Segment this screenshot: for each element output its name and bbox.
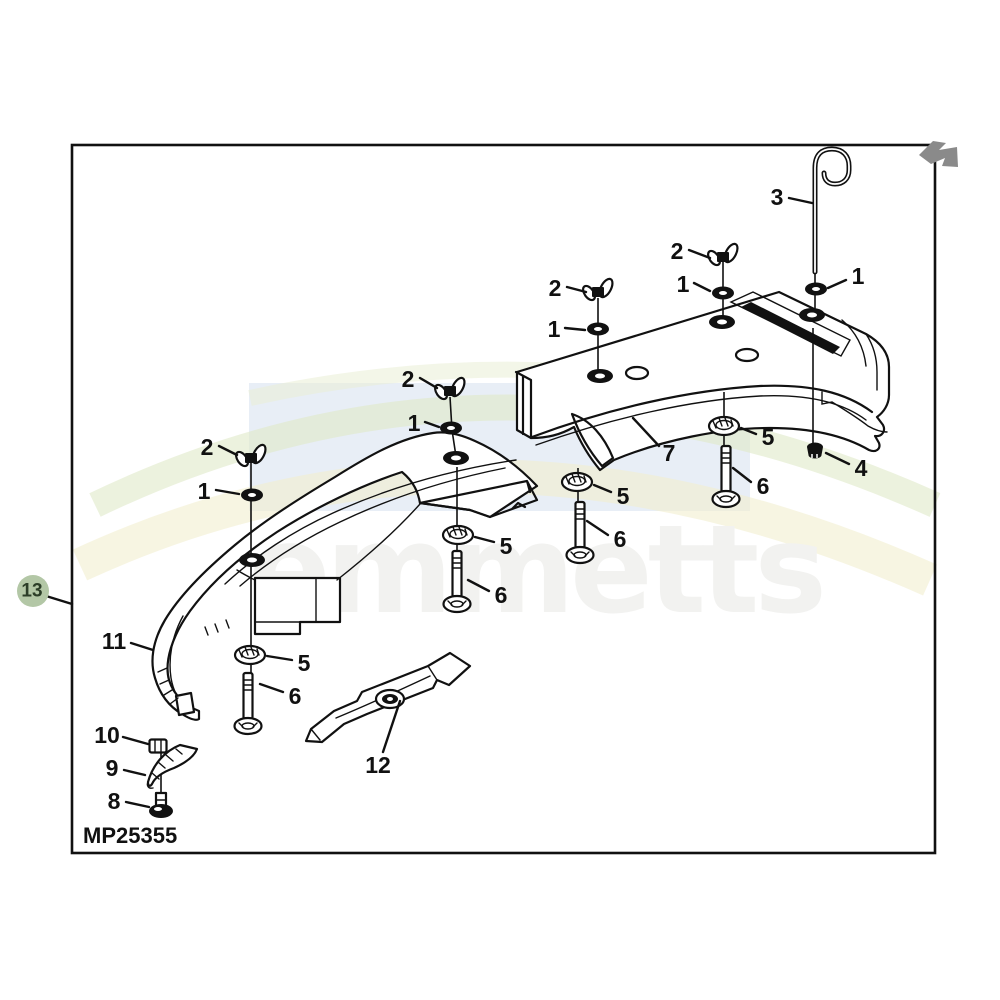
callout-5: 5	[762, 424, 775, 450]
callout-2: 2	[549, 275, 562, 301]
flat-washer	[587, 322, 609, 336]
flat-washer	[712, 286, 734, 300]
bolt	[147, 791, 175, 820]
callout-6: 6	[495, 582, 508, 608]
callout-6: 6	[289, 683, 302, 709]
callout-6: 6	[757, 473, 770, 499]
cover-hole-seated	[587, 369, 613, 383]
callout-2: 2	[671, 238, 684, 264]
callout-1: 1	[198, 478, 211, 504]
callout-13-label: 13	[21, 581, 42, 602]
callout-13-badge[interactable]	[17, 575, 49, 607]
callout-1: 1	[852, 263, 865, 289]
callout-5: 5	[298, 650, 311, 676]
callout-1: 1	[548, 316, 561, 342]
mulch-cover-right	[514, 290, 891, 472]
callout-2: 2	[402, 366, 415, 392]
callout-numbers: 3 2 1 1 2 1 7 5 6 4 5 6 2 1 2 1 5 6 11 5…	[94, 184, 867, 814]
lock-nut	[707, 415, 741, 437]
cover-hole-seated	[443, 451, 469, 465]
cover-hole	[624, 365, 650, 381]
callout-1: 1	[677, 271, 690, 297]
callout-3: 3	[771, 184, 784, 210]
corner-arrow-icon	[919, 141, 958, 167]
callout-4: 4	[855, 455, 868, 481]
callout-9: 9	[106, 755, 119, 781]
callout-1: 1	[408, 410, 421, 436]
callout-8: 8	[108, 788, 121, 814]
cover-hole	[734, 347, 760, 363]
nut	[148, 738, 168, 754]
lock-nut	[441, 524, 475, 546]
callout-12: 12	[365, 752, 391, 778]
flat-washer	[241, 488, 263, 502]
cover-hole-seated	[239, 553, 265, 567]
callout-7: 7	[663, 440, 676, 466]
cover-slot	[741, 302, 840, 354]
flange-nut	[806, 441, 824, 460]
mower-blade	[304, 651, 472, 744]
callout-10: 10	[94, 722, 120, 748]
watermark-text: emmetts	[248, 499, 822, 641]
leader-lines	[121, 196, 851, 809]
external-callout-13[interactable]: 13	[17, 575, 74, 607]
carriage-bolt	[233, 671, 263, 736]
blade-stop-clamp	[146, 743, 199, 789]
mulch-cover-left	[151, 431, 539, 721]
cover-hole-seated	[799, 308, 825, 322]
figure-code: MP25355	[83, 823, 177, 848]
callout-2: 2	[201, 434, 214, 460]
callout-5: 5	[617, 483, 630, 509]
lift-rod	[812, 146, 852, 275]
cover-hole-seated	[709, 315, 735, 329]
flat-washer	[805, 282, 827, 296]
fasteners	[146, 146, 852, 820]
flat-washer	[440, 421, 462, 435]
callout-11: 11	[102, 628, 127, 654]
lock-nut	[560, 471, 594, 493]
callout-5: 5	[500, 533, 513, 559]
lock-nut	[233, 644, 267, 666]
diagram-frame	[70, 143, 937, 855]
callout-6: 6	[614, 526, 627, 552]
